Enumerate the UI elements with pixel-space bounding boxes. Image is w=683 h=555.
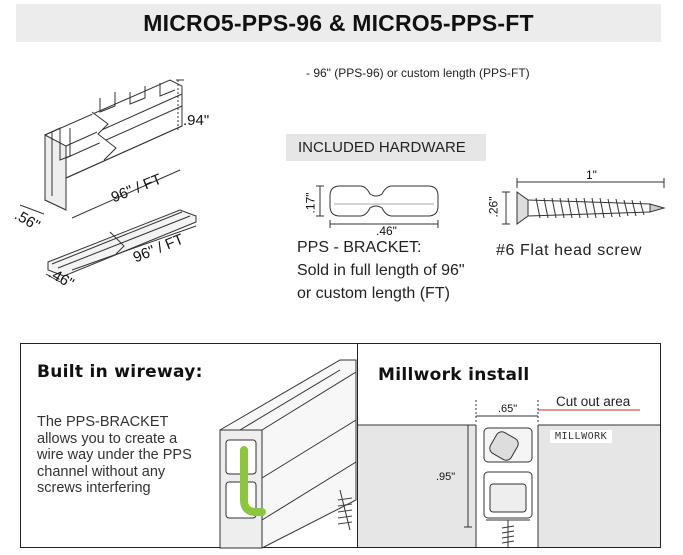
wireway-description: The PPS-BRACKET allows you to create a w… xyxy=(37,414,192,496)
title-bar: MICRO5-PPS-96 & MICRO5-PPS-FT xyxy=(16,4,661,42)
channel-height-dim: .94" xyxy=(183,112,210,129)
screw-length-dim: 1" xyxy=(586,168,597,182)
wire-illustration xyxy=(240,446,266,516)
millwork-surface-label: MILLWORK xyxy=(550,430,613,443)
bracket-width-dim-label: .46" xyxy=(376,224,397,238)
panel-divider xyxy=(357,343,358,548)
millwork-width-dim: .65" xyxy=(498,403,518,415)
millwork-depth-dim: .95" xyxy=(436,471,456,483)
length-note: - 96" (PPS-96) or custom length (PPS-FT) xyxy=(306,66,530,80)
millwork-title: Millwork install xyxy=(378,365,530,385)
bracket-title: PPS - BRACKET: xyxy=(297,239,422,256)
cutout-label: Cut out area xyxy=(556,394,631,409)
bracket-description-line1: Sold in full length of 96" xyxy=(297,262,465,279)
wireway-title: Built in wireway: xyxy=(37,362,203,382)
page-title: MICRO5-PPS-96 & MICRO5-PPS-FT xyxy=(143,9,534,36)
bracket-description-line2: or custom length (FT) xyxy=(297,285,450,302)
bottom-panel xyxy=(20,343,661,548)
screw-label: #6 Flat head screw xyxy=(496,242,642,259)
included-hardware-label: INCLUDED HARDWARE xyxy=(286,134,486,161)
